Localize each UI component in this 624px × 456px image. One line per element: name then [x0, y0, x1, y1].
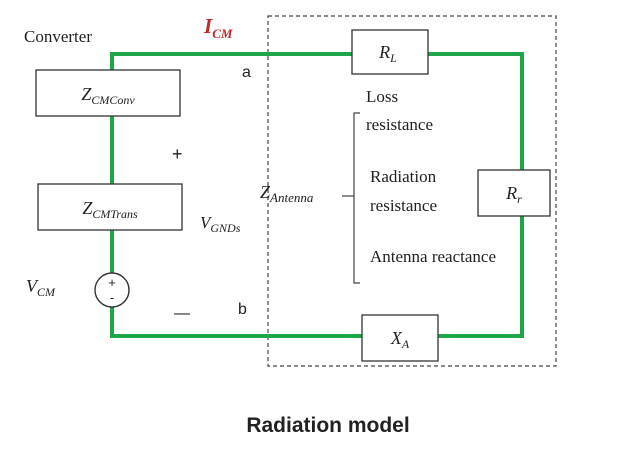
loss-line2: resistance: [366, 115, 433, 134]
current-label: ICM: [203, 14, 233, 41]
loss-line1: Loss: [366, 87, 398, 106]
x-a-label: XA: [390, 328, 410, 351]
node-b-label: b: [238, 301, 247, 318]
antenna-bracket: [353, 112, 360, 284]
z-antenna-label: ZAntenna: [260, 182, 314, 205]
r-r-label: Rr: [505, 183, 522, 206]
minus-sign: —: [174, 305, 190, 322]
diagram-title: Radiation model: [246, 414, 409, 437]
z-cmtrans-block: [37, 183, 183, 231]
source-minus: -: [110, 290, 114, 305]
voltage-source: [94, 272, 130, 308]
converter-label: Converter: [24, 27, 92, 46]
r-l-block: [351, 29, 429, 75]
r-r-block: [477, 169, 551, 217]
v-cm-label: VCM: [26, 276, 56, 299]
reactance-label: Antenna reactance: [370, 247, 496, 266]
radiation-line1: Radiation: [370, 167, 437, 186]
z-cmconv-label: ZCMConv: [81, 84, 135, 107]
plus-sign: +: [172, 144, 183, 164]
source-plus: +: [108, 275, 116, 290]
x-a-block: [361, 314, 439, 362]
node-a-label: a: [242, 64, 251, 81]
radiation-line2: resistance: [370, 196, 437, 215]
r-l-label: RL: [378, 42, 397, 65]
z-cmconv-block: [35, 69, 181, 117]
v-gnds-label: VGNDs: [200, 213, 241, 235]
antenna-enclosure: [267, 15, 557, 367]
z-cmtrans-label: ZCMTrans: [82, 198, 138, 221]
